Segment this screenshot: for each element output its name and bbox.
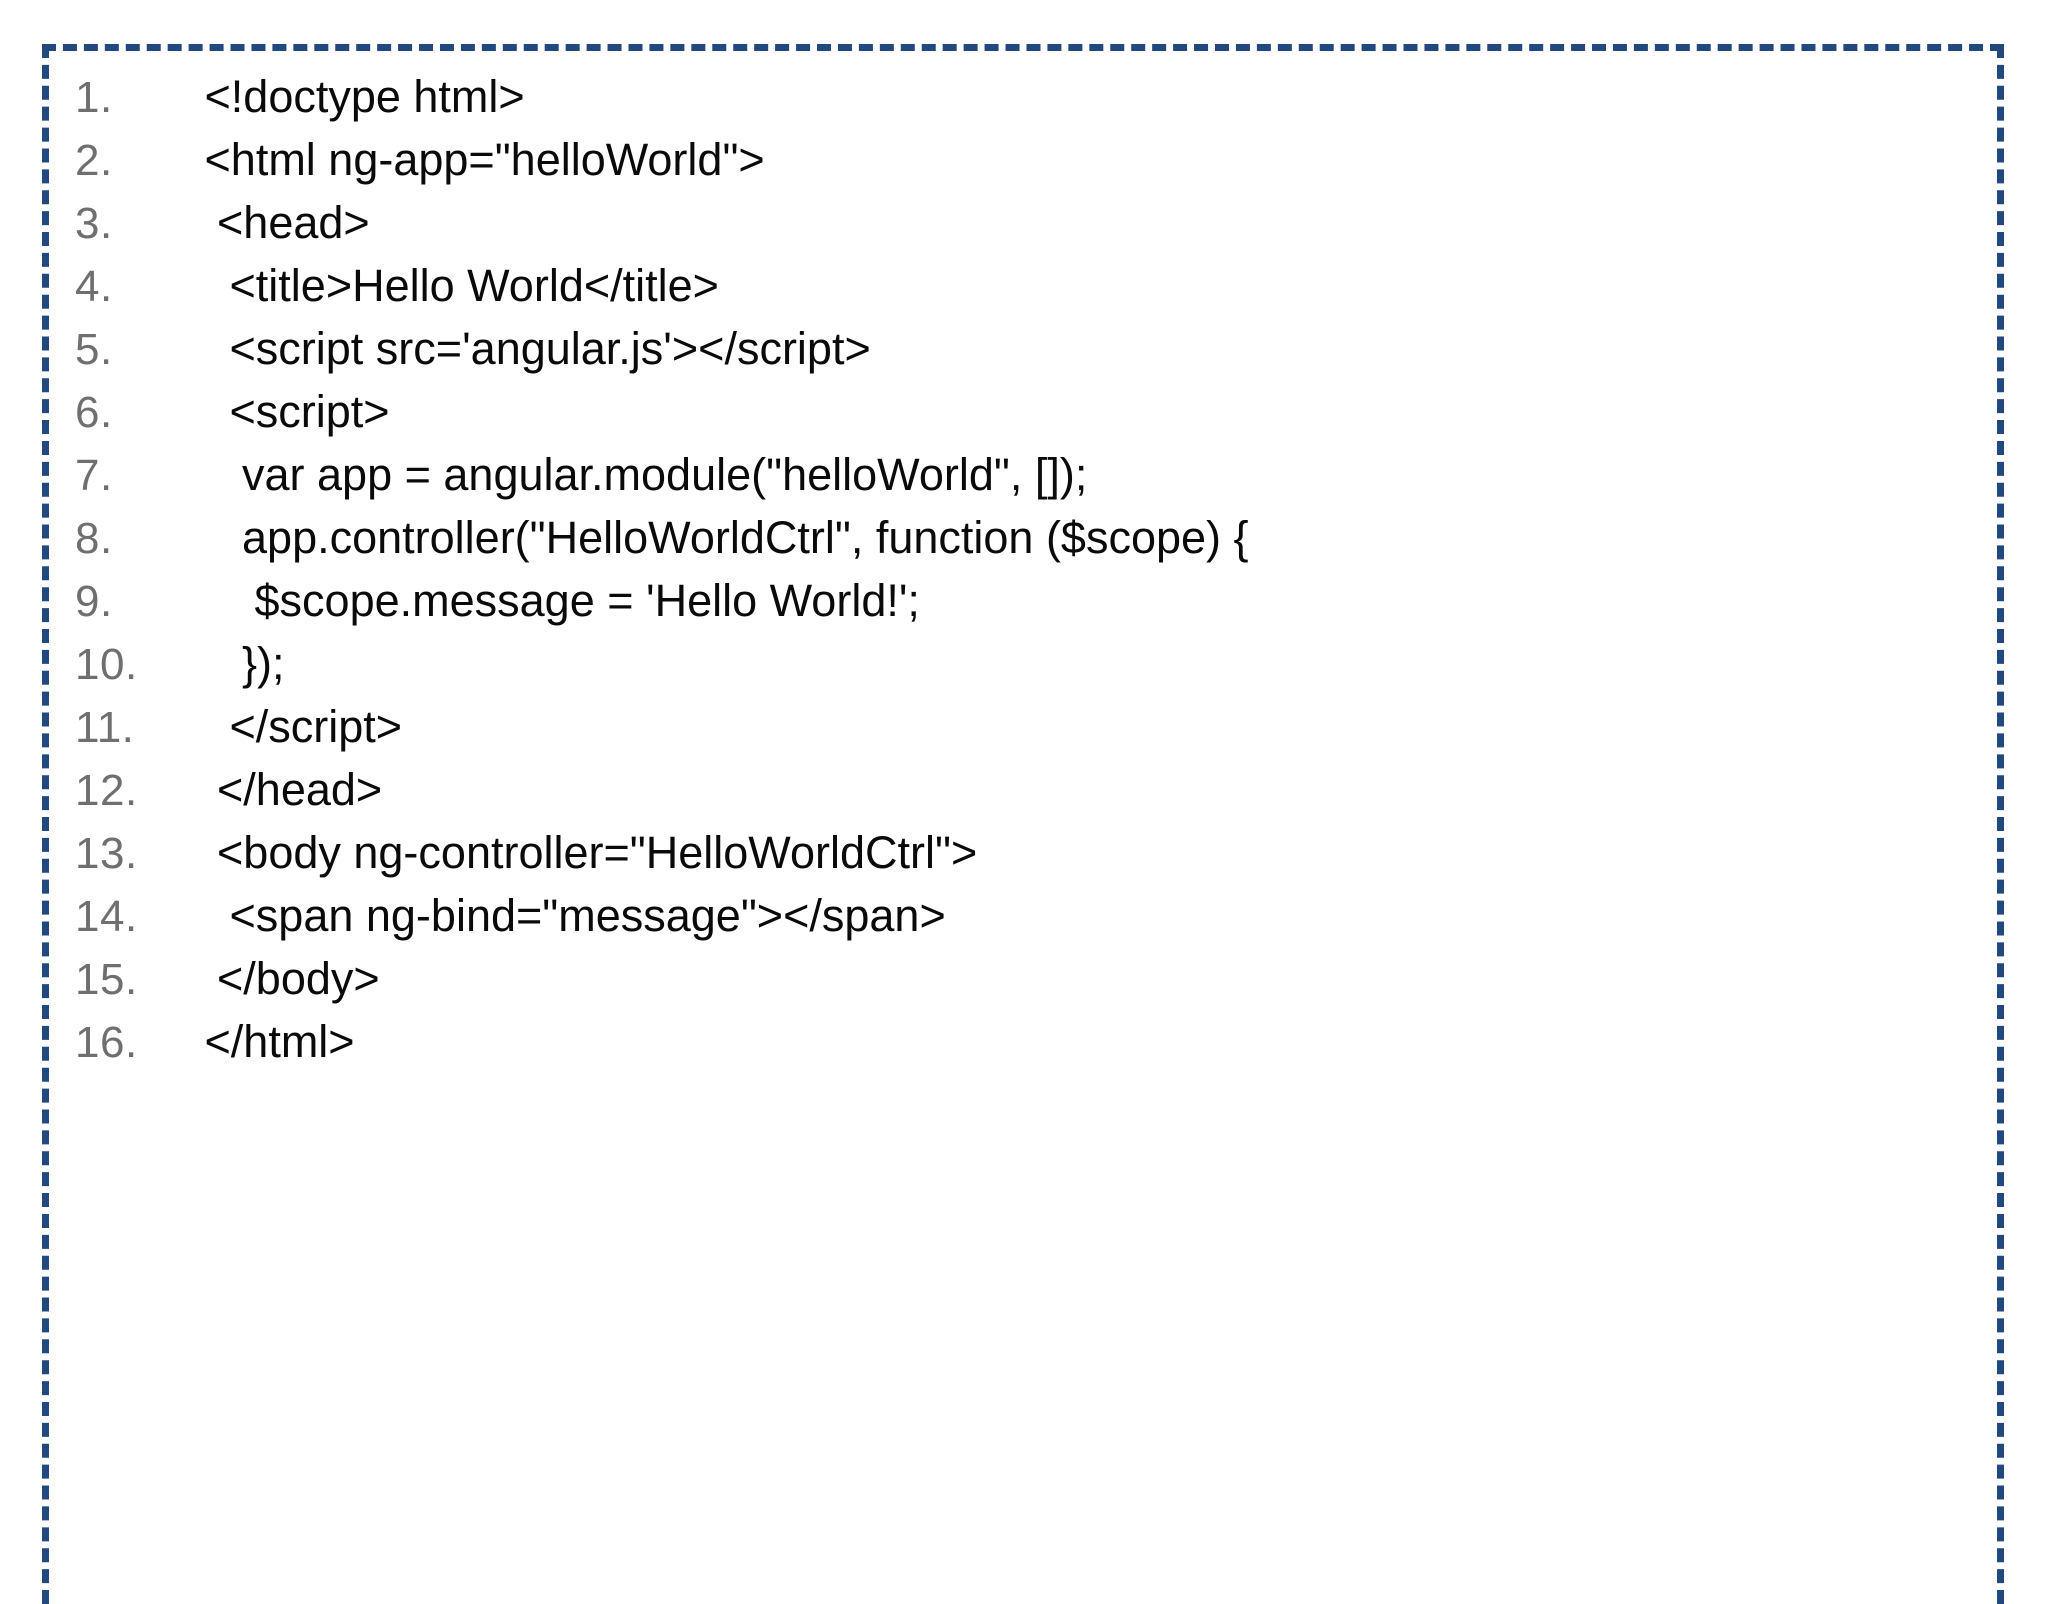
line-code: </body> bbox=[167, 953, 380, 1004]
line-code: <span ng-bind="message"></span> bbox=[167, 890, 946, 941]
code-line: 16. </html> bbox=[49, 1010, 1997, 1073]
code-line: 9. $scope.message = 'Hello World!'; bbox=[49, 569, 1997, 632]
line-number: 3. bbox=[75, 199, 113, 248]
line-code: <body ng-controller="HelloWorldCtrl"> bbox=[167, 827, 978, 878]
code-line: 1. <!doctype html> bbox=[49, 65, 1997, 128]
line-code: <script src='angular.js'></script> bbox=[167, 323, 871, 374]
code-line: 13. <body ng-controller="HelloWorldCtrl"… bbox=[49, 821, 1997, 884]
code-line: 5. <script src='angular.js'></script> bbox=[49, 317, 1997, 380]
line-code: $scope.message = 'Hello World!'; bbox=[167, 575, 920, 626]
line-number: 1. bbox=[75, 73, 113, 122]
line-code: <head> bbox=[167, 197, 370, 248]
line-code: <html ng-app="helloWorld"> bbox=[167, 134, 765, 185]
line-number: 6. bbox=[75, 388, 113, 437]
line-code: </head> bbox=[167, 764, 383, 815]
line-number: 12. bbox=[75, 766, 138, 815]
code-line: 10. }); bbox=[49, 632, 1997, 695]
line-number: 13. bbox=[75, 829, 138, 878]
code-line: 3. <head> bbox=[49, 191, 1997, 254]
code-line: 11. </script> bbox=[49, 695, 1997, 758]
line-code: app.controller("HelloWorldCtrl", functio… bbox=[167, 512, 1249, 563]
line-code: </html> bbox=[167, 1016, 355, 1067]
line-code: var app = angular.module("helloWorld", [… bbox=[167, 449, 1088, 500]
code-line: 2. <html ng-app="helloWorld"> bbox=[49, 128, 1997, 191]
dashed-code-frame: 1. <!doctype html>2. <html ng-app="hello… bbox=[42, 44, 2004, 1604]
line-number: 8. bbox=[75, 514, 113, 563]
line-number: 5. bbox=[75, 325, 113, 374]
code-line: 7. var app = angular.module("helloWorld"… bbox=[49, 443, 1997, 506]
line-code: }); bbox=[167, 638, 285, 689]
code-line: 15. </body> bbox=[49, 947, 1997, 1010]
line-number: 9. bbox=[75, 577, 113, 626]
line-number: 14. bbox=[75, 892, 138, 941]
line-number: 7. bbox=[75, 451, 113, 500]
code-line: 12. </head> bbox=[49, 758, 1997, 821]
line-number: 10. bbox=[75, 640, 138, 689]
line-code: <title>Hello World</title> bbox=[167, 260, 719, 311]
line-code: <!doctype html> bbox=[167, 71, 525, 122]
line-code: <script> bbox=[167, 386, 390, 437]
code-listing: 1. <!doctype html>2. <html ng-app="hello… bbox=[49, 65, 1997, 1073]
line-number: 11. bbox=[75, 703, 135, 752]
line-code: </script> bbox=[167, 701, 403, 752]
line-number: 4. bbox=[75, 262, 113, 311]
code-line: 6. <script> bbox=[49, 380, 1997, 443]
code-line: 14. <span ng-bind="message"></span> bbox=[49, 884, 1997, 947]
line-number: 16. bbox=[75, 1018, 138, 1067]
line-number: 2. bbox=[75, 136, 113, 185]
line-number: 15. bbox=[75, 955, 138, 1004]
code-line: 8. app.controller("HelloWorldCtrl", func… bbox=[49, 506, 1997, 569]
code-line: 4. <title>Hello World</title> bbox=[49, 254, 1997, 317]
